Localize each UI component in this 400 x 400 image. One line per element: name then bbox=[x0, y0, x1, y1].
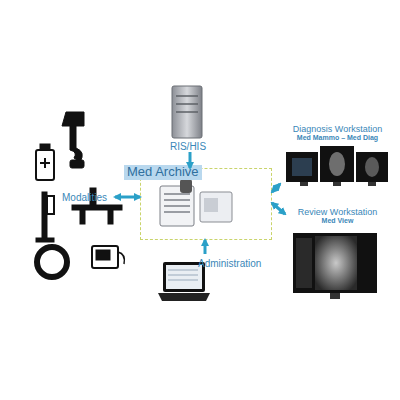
xray-cabinet bbox=[36, 150, 54, 180]
c-arm bbox=[62, 112, 84, 162]
monitor bbox=[293, 233, 377, 293]
server-icon bbox=[172, 86, 202, 138]
ultrasound-unit bbox=[92, 246, 118, 268]
flow-arrow bbox=[189, 152, 192, 168]
node-label: Review Workstation bbox=[285, 207, 390, 217]
monitor-stand bbox=[368, 182, 376, 186]
review-monitor bbox=[293, 233, 377, 299]
node-box: Med Archive bbox=[140, 168, 272, 240]
chest-xray bbox=[315, 236, 357, 290]
server-slots bbox=[176, 96, 198, 112]
mammo-image bbox=[365, 157, 379, 177]
node-label: Med Archive bbox=[124, 165, 202, 180]
node-label: Modalities bbox=[62, 192, 107, 204]
node-box: Modalities bbox=[28, 105, 115, 280]
flow-arrow bbox=[204, 240, 207, 254]
node-sublabel: Med Mammo – Med Diag bbox=[280, 134, 395, 142]
flow-arrow bbox=[272, 184, 280, 192]
node-box: Review WorkstationMed View bbox=[285, 207, 390, 302]
ultrasound-probe bbox=[118, 252, 124, 264]
flow-arrow bbox=[115, 196, 140, 199]
screen-content bbox=[292, 158, 312, 176]
database-icon bbox=[180, 179, 192, 193]
monitor-stand bbox=[330, 293, 340, 299]
archive-icons bbox=[160, 179, 232, 226]
screen-panel bbox=[296, 238, 312, 288]
node-label: Administration bbox=[198, 258, 261, 270]
node-sublabel: Med View bbox=[285, 217, 390, 225]
laptop-base bbox=[158, 293, 210, 301]
stand-foot bbox=[36, 238, 54, 242]
monitor bbox=[286, 152, 318, 182]
monitor bbox=[356, 152, 388, 182]
c-arm-base bbox=[70, 160, 84, 168]
monitor-stand bbox=[300, 182, 308, 186]
table-leg bbox=[80, 210, 85, 224]
diagnosis-monitors bbox=[286, 146, 388, 186]
cabinet-top bbox=[40, 144, 50, 150]
node-box: Diagnosis WorkstationMed Mammo – Med Dia… bbox=[280, 124, 395, 190]
node-box: RIS/HIS bbox=[162, 82, 214, 152]
bucky-panel bbox=[47, 196, 54, 214]
server-bays bbox=[164, 194, 190, 212]
xray-table bbox=[72, 205, 122, 210]
storage-bay bbox=[204, 198, 218, 212]
modality-icons bbox=[36, 112, 124, 277]
flow-arrow bbox=[272, 203, 285, 214]
laptop-display bbox=[166, 265, 202, 289]
mri-ring bbox=[37, 247, 67, 277]
archive-server bbox=[160, 186, 194, 226]
mammo-image bbox=[329, 152, 345, 176]
mri-bore bbox=[47, 257, 57, 267]
node-label: RIS/HIS bbox=[162, 141, 214, 153]
server-tower bbox=[172, 86, 202, 138]
bucky-stand bbox=[42, 192, 47, 240]
node-label: Diagnosis Workstation bbox=[280, 124, 395, 134]
plus-sign bbox=[40, 158, 50, 168]
monitor-stand bbox=[333, 182, 341, 186]
monitor bbox=[320, 146, 354, 182]
table-lines bbox=[168, 270, 198, 280]
storage-unit bbox=[200, 192, 232, 222]
ultrasound-screen bbox=[96, 250, 110, 260]
table-leg bbox=[108, 210, 113, 224]
node-box: Administration bbox=[150, 254, 265, 312]
